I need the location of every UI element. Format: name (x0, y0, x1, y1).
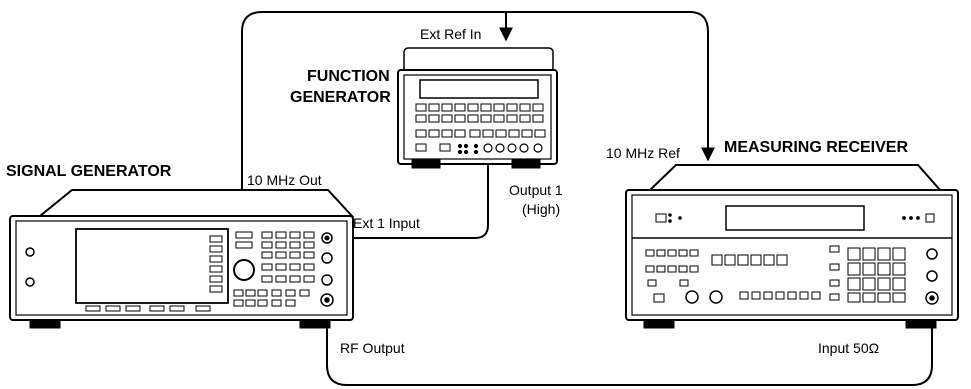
function-generator-label-line2: GENERATOR (290, 89, 391, 106)
ten-mhz-out-label: 10 MHz Out (247, 172, 322, 188)
sg-connectors (320, 232, 334, 307)
rf-output-label: RF Output (340, 340, 405, 356)
input-50-ohm-label: Input 50Ω (818, 340, 880, 356)
ext-ref-in-label: Ext Ref In (420, 26, 482, 42)
ext1-cable (330, 150, 489, 239)
function-generator-label-line1: FUNCTION (307, 68, 390, 85)
function-generator (397, 47, 558, 169)
measuring-receiver (625, 164, 959, 329)
output1-high-label: (High) (522, 201, 561, 217)
mr-indicators (655, 213, 935, 223)
sg-knob (233, 259, 255, 281)
output1-label: Output 1 (509, 182, 563, 198)
sg-bottom-keys (85, 305, 211, 312)
fg-keypad (415, 103, 546, 152)
measuring-receiver-label: MEASURING RECEIVER (724, 139, 909, 156)
signal-generator (9, 189, 355, 329)
rf-cable (326, 302, 933, 386)
sg-softkeys (209, 235, 223, 293)
ext1-input-label: Ext 1 Input (353, 215, 420, 231)
mr-connectors (685, 248, 939, 305)
fg-connectors (457, 143, 543, 155)
ten-mhz-ref-label: 10 MHz Ref (606, 145, 680, 161)
sg-keypad (233, 231, 315, 307)
signal-generator-label: SIGNAL GENERATOR (6, 163, 172, 180)
mr-keypad (645, 245, 906, 303)
ref-cable (241, 11, 715, 197)
cables (241, 11, 933, 386)
